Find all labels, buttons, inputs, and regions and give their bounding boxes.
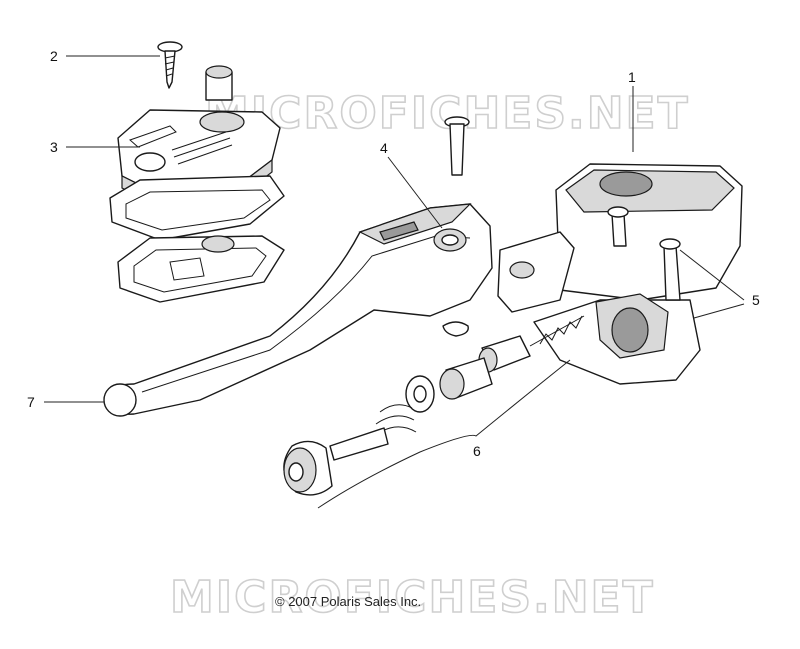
leader-4	[387, 156, 443, 229]
pivot-pin	[442, 116, 470, 337]
piston-kit	[283, 315, 585, 509]
brake-lever	[103, 203, 493, 417]
callout-1: 1	[628, 69, 636, 85]
master-cylinder	[497, 163, 743, 385]
leader-5	[679, 249, 745, 301]
callout-3: 3	[50, 139, 58, 155]
reservoir-cap-assembly	[109, 65, 285, 303]
callout-7: 7	[27, 394, 35, 410]
callout-6: 6	[473, 443, 481, 459]
copyright-text: © 2007 Polaris Sales Inc.	[275, 594, 421, 609]
leader-5b	[693, 303, 745, 319]
callout-2: 2	[50, 48, 58, 64]
watermark-top: MICROFICHES.NET	[205, 88, 690, 139]
screw	[157, 41, 183, 89]
watermark-bottom: MICROFICHES.NET	[170, 572, 655, 623]
callout-4: 4	[380, 140, 388, 156]
callout-5: 5	[752, 292, 760, 308]
